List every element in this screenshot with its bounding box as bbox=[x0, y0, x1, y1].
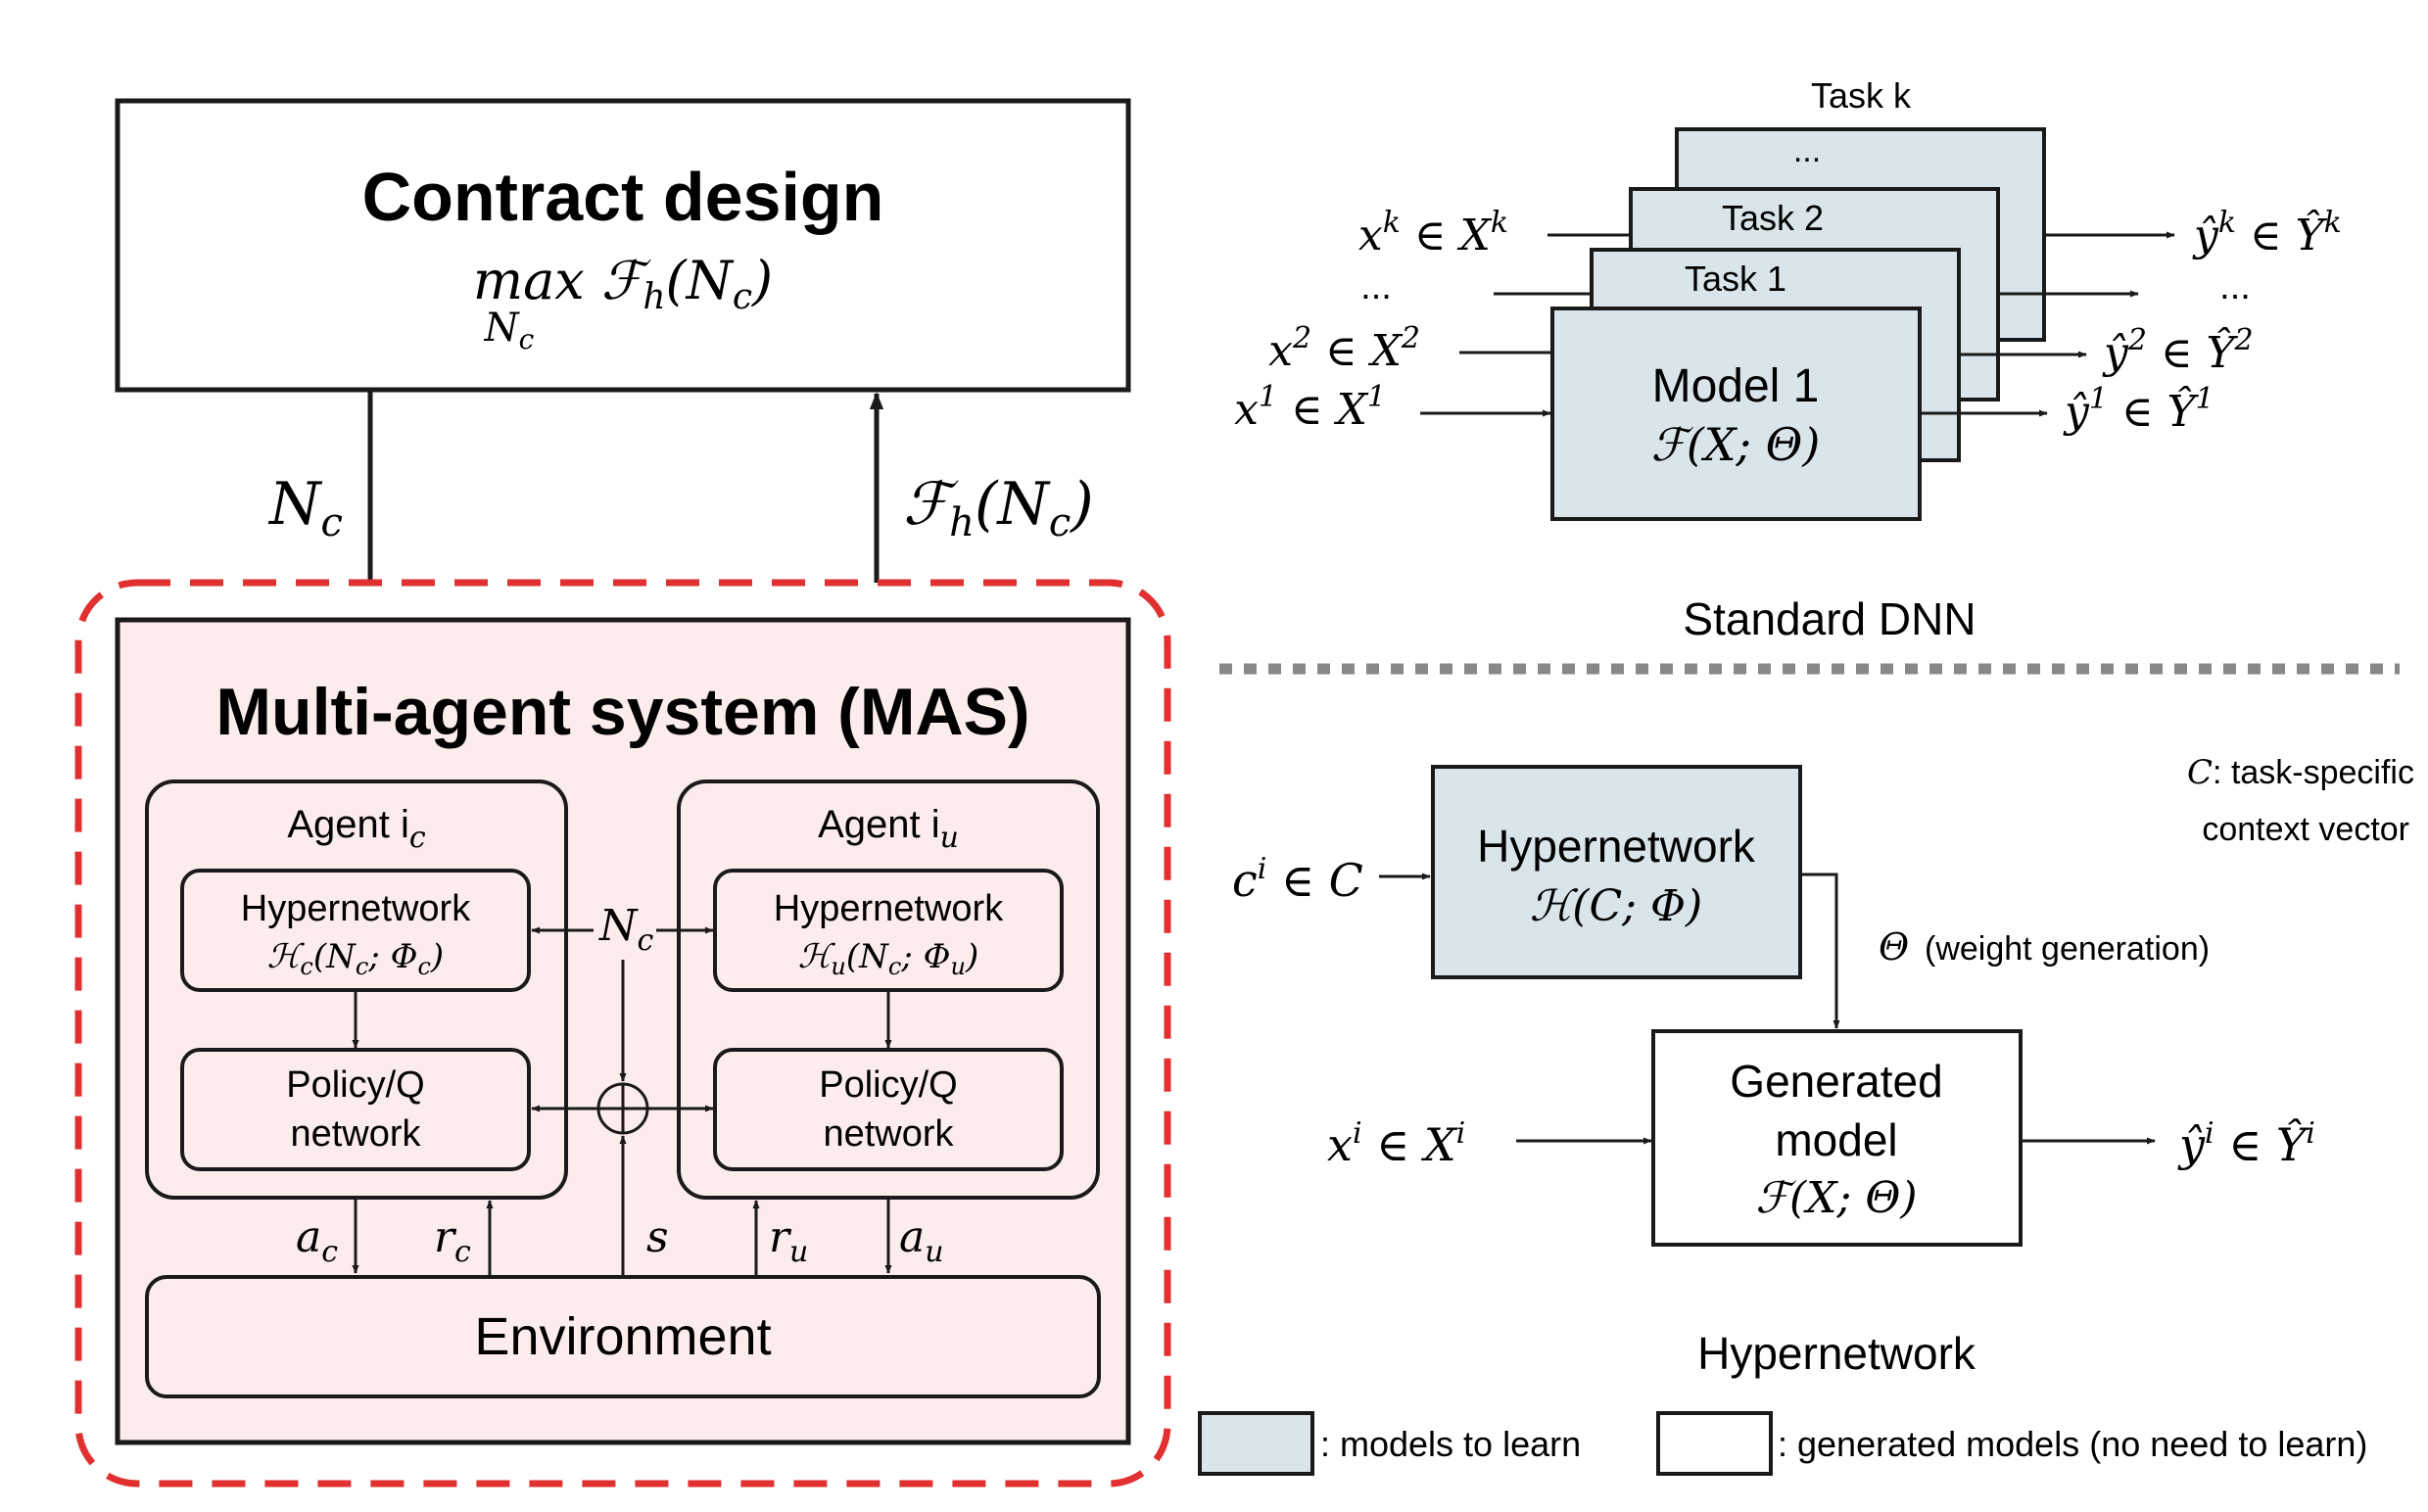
input-1-label: x1 ∈ X1 bbox=[1234, 380, 1386, 435]
contract-objective-under: Nc bbox=[484, 306, 535, 355]
theta-symbol: Θ bbox=[1879, 925, 1909, 969]
r-c-label: rc bbox=[434, 1212, 471, 1269]
task-2-label: Task 2 bbox=[1722, 198, 1824, 238]
s-label: s bbox=[646, 1212, 669, 1262]
contract-design-box: Contract design max ℱh(Nc) Nc bbox=[115, 98, 1131, 393]
agent-u-policy bbox=[713, 1048, 1064, 1171]
generated-model-line1: Generated bbox=[1730, 1056, 1942, 1107]
generated-model-box bbox=[1651, 1029, 2023, 1247]
context-note-line1: C: task-specific bbox=[2187, 753, 2414, 792]
agent-u-hyper-title: Hypernetwork bbox=[774, 888, 1004, 929]
legend-learn-swatch bbox=[1198, 1411, 1314, 1476]
context-input-label: ci ∈ C bbox=[1232, 852, 1363, 907]
fh-label: ℱh(Nc) bbox=[903, 470, 1094, 545]
input-dots-label: ... bbox=[1360, 266, 1392, 307]
agent-c-label: Agent ic bbox=[287, 803, 426, 855]
contract-design-title: Contract design bbox=[362, 159, 884, 235]
agent-u-hypernetwork bbox=[713, 869, 1064, 992]
agent-c-hyper-title: Hypernetwork bbox=[241, 888, 471, 929]
agent-u-box: Agent iu Hypernetwork ℋu(Nc; Φu) Policy/… bbox=[677, 780, 1100, 1200]
input-2-label: x2 ∈ X2 bbox=[1268, 321, 1420, 376]
agent-u-policy-line1: Policy/Q bbox=[819, 1064, 957, 1106]
legend-generated-swatch bbox=[1656, 1411, 1773, 1476]
model-1-title: Model 1 bbox=[1652, 360, 1820, 412]
standard-dnn-panel: Task k ... Task 2 Task 1 Model 1 ℱ(X; Θ)… bbox=[1234, 75, 2342, 644]
agent-c-hyper-formula: ℋc(Nc; Φc) bbox=[267, 937, 444, 980]
task-1-label: Task 1 bbox=[1685, 259, 1786, 299]
input-k-label: xk ∈ Xk bbox=[1358, 206, 1508, 260]
model-1-box bbox=[1550, 307, 1922, 521]
standard-dnn-caption: Standard DNN bbox=[1683, 593, 1976, 644]
agent-c-box: Agent ic Hypernetwork ℋc(Nc; Φc) Policy/… bbox=[145, 780, 568, 1200]
center-nc-label: Nc bbox=[598, 901, 654, 958]
agent-u-policy-line2: network bbox=[823, 1113, 954, 1155]
agent-c-policy-line2: network bbox=[290, 1113, 421, 1155]
legend-learn-label: : models to learn bbox=[1320, 1424, 1581, 1464]
agent-c-policy bbox=[180, 1048, 531, 1171]
mas-title: Multi-agent system (MAS) bbox=[215, 675, 1029, 749]
environment-box bbox=[145, 1275, 1101, 1398]
output-k-label: ŷk ∈ Ŷk bbox=[2192, 206, 2342, 260]
agent-c-policy-line1: Policy/Q bbox=[286, 1064, 424, 1106]
x-input-label: xi ∈ Xi bbox=[1327, 1116, 1465, 1171]
contract-objective: max ℱh(Nc) bbox=[473, 250, 773, 317]
agent-c-hypernetwork bbox=[180, 869, 531, 992]
hypernetwork-caption: Hypernetwork bbox=[1697, 1328, 1976, 1379]
generated-model-line2: model bbox=[1775, 1114, 1897, 1165]
r-u-label: ru bbox=[769, 1212, 808, 1269]
weight-generation-arrow bbox=[1800, 873, 1840, 1029]
hypernetwork-panel: C: task-specific context vector ci ∈ C H… bbox=[1232, 753, 2414, 1379]
task-dots-label: ... bbox=[1793, 132, 1821, 169]
hypernetwork-box bbox=[1431, 765, 1802, 979]
theta-note: (weight generation) bbox=[1925, 930, 2210, 968]
nc-label: Nc bbox=[267, 470, 343, 545]
output-1-label: ŷ1 ∈ Ŷ1 bbox=[2063, 382, 2214, 437]
context-note-line2: context vector bbox=[2202, 811, 2409, 848]
legend-generated-label: : generated models (no need to learn) bbox=[1778, 1424, 2367, 1464]
legend: : models to learn : generated models (no… bbox=[1198, 1411, 2367, 1476]
hypernetwork-box-formula: ℋ(C; Φ) bbox=[1530, 881, 1702, 931]
agent-u-label: Agent iu bbox=[818, 803, 959, 855]
agent-u-hyper-formula: ℋu(Nc; Φu) bbox=[798, 937, 978, 980]
a-u-label: au bbox=[899, 1212, 944, 1269]
hypernetwork-box-title: Hypernetwork bbox=[1477, 821, 1756, 872]
model-1-formula: ℱ(X; Θ) bbox=[1651, 418, 1821, 471]
y-output-label: ŷi ∈ Ŷi bbox=[2177, 1116, 2315, 1171]
environment-label: Environment bbox=[474, 1307, 771, 1366]
output-dots-label: ... bbox=[2219, 266, 2251, 307]
output-2-label: ŷ2 ∈ Ŷ2 bbox=[2102, 323, 2254, 378]
a-c-label: ac bbox=[296, 1212, 338, 1269]
generated-model-formula: ℱ(X; Θ) bbox=[1755, 1173, 1917, 1223]
task-k-label: Task k bbox=[1811, 75, 1912, 116]
